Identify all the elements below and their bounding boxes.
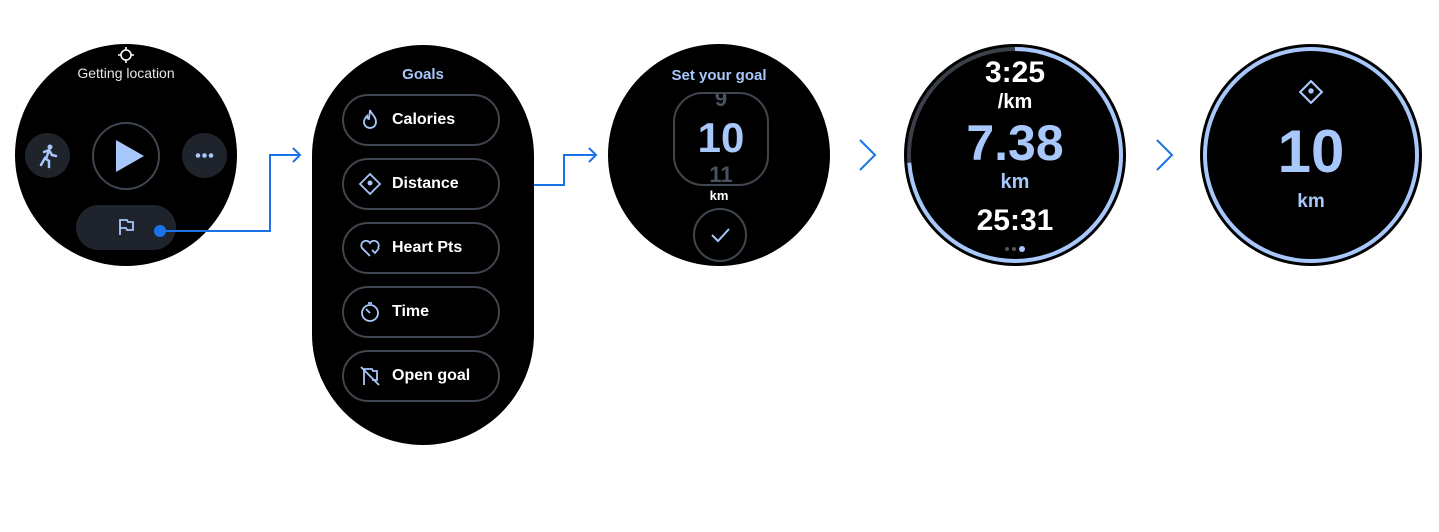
watch-screen-start: Getting location xyxy=(15,44,237,266)
location-icon xyxy=(118,47,134,63)
goal-item-label: Heart Pts xyxy=(392,239,463,256)
goal-button[interactable] xyxy=(76,205,176,250)
goal-item-label: Open goal xyxy=(392,367,471,384)
goal-item-label: Distance xyxy=(392,175,459,192)
activity-type-button[interactable] xyxy=(25,133,70,178)
location-status: Getting location xyxy=(77,65,175,81)
heart-icon xyxy=(360,239,380,257)
picker-next-value: 11 xyxy=(709,162,733,186)
more-icon xyxy=(195,153,214,158)
goal-item-open-goal[interactable]: Open goal xyxy=(342,350,500,402)
run-icon xyxy=(39,144,58,169)
goal-item-label: Time xyxy=(392,303,430,320)
chevron-right-icon xyxy=(859,139,877,171)
pace-value: 3:25 xyxy=(984,56,1046,89)
goal-item-heart-pts[interactable]: Heart Pts xyxy=(342,222,500,274)
more-options-button[interactable] xyxy=(182,133,227,178)
picker-current-value: 10 xyxy=(697,114,745,161)
goal-value: 10 xyxy=(1277,118,1345,185)
distance-unit: km xyxy=(1000,171,1030,193)
goal-value-picker[interactable]: 9 10 11 xyxy=(673,92,769,186)
flag-icon xyxy=(119,219,134,235)
watch-screen-workout: 3:25 /km 7.38 km 25:31 xyxy=(904,44,1126,266)
elapsed-time: 25:31 xyxy=(976,204,1054,237)
flame-icon xyxy=(363,109,377,129)
pace-unit: /km xyxy=(997,91,1033,113)
goal-item-distance[interactable]: Distance xyxy=(342,158,500,210)
picker-prev-value: 9 xyxy=(714,92,728,111)
play-icon xyxy=(116,140,144,172)
watch-screen-goal-reached: 10 km xyxy=(1200,44,1422,266)
goal-item-time[interactable]: Time xyxy=(342,286,500,338)
goals-title: Goals xyxy=(402,66,444,83)
set-goal-title: Set your goal xyxy=(671,67,767,84)
page-indicator xyxy=(1005,246,1025,252)
diamond-pin-icon xyxy=(358,172,382,196)
confirm-button[interactable] xyxy=(693,208,747,262)
chevron-right-icon xyxy=(1156,139,1174,171)
goal-item-calories[interactable]: Calories xyxy=(342,94,500,146)
goal-progress-ring xyxy=(907,47,1123,263)
watch-screen-goals: Goals Calories Distance Heart Pts Time O… xyxy=(312,45,534,445)
flag-off-icon xyxy=(360,366,380,386)
watch-screen-set-goal: Set your goal 9 10 11 km xyxy=(608,44,830,266)
goal-complete-ring xyxy=(1203,47,1419,263)
check-icon xyxy=(711,228,730,243)
diamond-pin-icon xyxy=(1298,79,1324,105)
distance-value: 7.38 xyxy=(966,115,1064,171)
connector-goal-to-goals xyxy=(154,147,302,237)
goal-item-label: Calories xyxy=(392,111,456,128)
timer-icon xyxy=(361,302,379,322)
start-button[interactable] xyxy=(92,122,160,190)
goal-unit: km xyxy=(709,188,729,203)
goal-unit: km xyxy=(1297,191,1325,212)
